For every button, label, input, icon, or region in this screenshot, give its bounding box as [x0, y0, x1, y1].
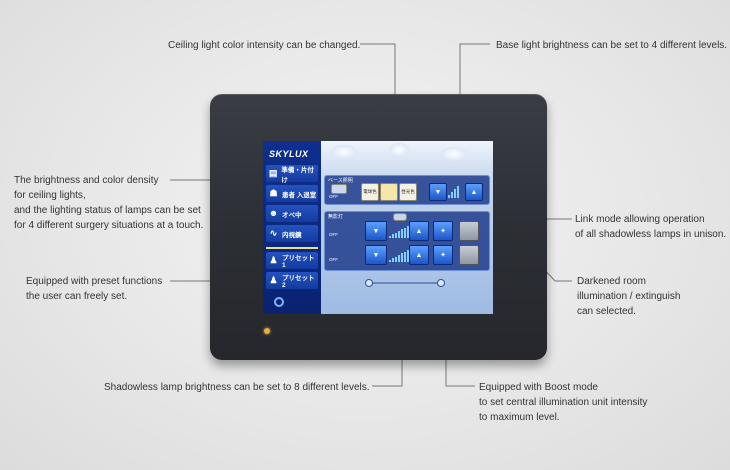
base-level-bars — [448, 186, 459, 198]
lamp2-off-button[interactable]: OFF — [329, 257, 338, 262]
ceiling-lamp-icon — [441, 147, 467, 161]
user-icon: ♟ — [269, 255, 278, 265]
ceiling-lamp-icon — [389, 143, 409, 157]
annotation-boost-line: to maximum level. — [479, 412, 560, 423]
surgeon-icon: ☻ — [268, 208, 279, 218]
annotation-link-mode: Link mode allowing operation of all shad… — [575, 212, 726, 242]
annotation-darkened-line: can selected. — [577, 306, 636, 317]
lamp1-increase-button[interactable]: ▲ — [409, 221, 429, 241]
annotation-brightness: The brightness and color density for cei… — [14, 173, 203, 233]
ceiling-lamp-icon — [331, 145, 357, 159]
link-mode-button[interactable] — [459, 221, 479, 241]
lamp2-decrease-button[interactable]: ▼ — [365, 245, 387, 265]
illumination-slider-track[interactable] — [369, 282, 441, 284]
annotation-shadowless: Shadowless lamp brightness can be set to… — [104, 382, 370, 393]
clipboard-icon: ▤ — [268, 168, 278, 178]
link-indicator-icon — [393, 213, 407, 221]
sidebar: SKYLUX ▤ 準備・片付け ☗ 患者 入退室 ☻ オペ中 ∿ 内視鏡 ♟ プ… — [263, 141, 321, 314]
sidebar-item-label: オペ中 — [282, 211, 302, 219]
annotation-ceiling-color: Ceiling light color intensity can be cha… — [168, 40, 361, 51]
annotation-link-mode-line: Link mode allowing operation — [575, 214, 705, 225]
ceiling-light-icon — [331, 184, 347, 194]
base-light-panel: ベース照明 OFF 電球色 昼光色 ▼ ▲ — [324, 175, 490, 205]
annotation-darkened: Darkened room illumination / extinguish … — [577, 274, 680, 319]
touch-screen: SKYLUX ▤ 準備・片付け ☗ 患者 入退室 ☻ オペ中 ∿ 内視鏡 ♟ プ… — [263, 141, 493, 314]
sidebar-item-label: プリセット2 — [281, 275, 315, 289]
ceiling-color-daylight-button[interactable]: 昼光色 — [399, 183, 417, 201]
status-led — [264, 328, 270, 334]
slider-left-knob[interactable] — [365, 279, 373, 287]
lamp2-boost-button[interactable]: ✦ — [433, 245, 453, 265]
base-panel-title: ベース照明 — [328, 178, 353, 184]
lamp1-boost-button[interactable]: ✦ — [433, 221, 453, 241]
main-area: ベース照明 OFF 電球色 昼光色 ▼ ▲ 無影灯 OFF ▼ — [321, 141, 493, 314]
sidebar-item-endoscope[interactable]: ∿ 内視鏡 — [266, 225, 318, 242]
lamp-panel-title: 無影灯 — [328, 214, 344, 220]
brand-logo: SKYLUX — [269, 149, 309, 159]
sidebar-item-preset-2[interactable]: ♟ プリセット2 — [266, 272, 318, 289]
shadowless-lamp-panel: 無影灯 OFF ▼ ▲ ✦ OFF ▼ ▲ — [324, 211, 490, 271]
ceiling-color-mid-button[interactable] — [380, 183, 398, 201]
base-off-button[interactable]: OFF — [329, 194, 338, 199]
base-decrease-button[interactable]: ▼ — [429, 183, 447, 201]
lamp2-increase-button[interactable]: ▲ — [409, 245, 429, 265]
sidebar-item-label: 準備・片付け — [281, 166, 314, 184]
annotation-boost-line: Equipped with Boost mode — [479, 382, 598, 393]
annotation-preset-line: the user can freely set. — [26, 291, 128, 302]
annotation-darkened-line: illumination / extinguish — [577, 291, 681, 302]
slider-right-knob[interactable] — [437, 279, 445, 287]
annotation-brightness-line: The brightness and color density — [14, 175, 159, 186]
patient-walk-icon: ☗ — [269, 188, 278, 198]
annotation-preset: Equipped with preset functions the user … — [26, 274, 162, 304]
annotation-boost: Equipped with Boost mode to set central … — [479, 380, 647, 425]
sidebar-item-preparation[interactable]: ▤ 準備・片付け — [266, 165, 318, 184]
annotation-boost-line: to set central illumination unit intensi… — [479, 397, 648, 408]
sidebar-separator — [266, 247, 318, 249]
sidebar-item-operation[interactable]: ☻ オペ中 — [266, 205, 318, 222]
annotation-base-light: Base light brightness can be set to 4 di… — [496, 40, 728, 51]
sidebar-item-label: 内視鏡 — [282, 231, 302, 239]
annotation-brightness-line: for 4 different surgery situations at a … — [14, 220, 204, 231]
sidebar-item-patient-entry[interactable]: ☗ 患者 入退室 — [266, 185, 318, 202]
annotation-brightness-line: and the lighting status of lamps can be … — [14, 205, 201, 216]
ceiling-image — [321, 141, 493, 181]
lamp1-off-button[interactable]: OFF — [329, 232, 338, 237]
ceiling-color-warm-button[interactable]: 電球色 — [361, 183, 379, 201]
lamp1-decrease-button[interactable]: ▼ — [365, 221, 387, 241]
touch-panel-bezel: SKYLUX ▤ 準備・片付け ☗ 患者 入退室 ☻ オペ中 ∿ 内視鏡 ♟ プ… — [210, 94, 547, 360]
home-icon[interactable] — [274, 297, 284, 307]
annotation-darkened-line: Darkened room — [577, 276, 646, 287]
user-icon: ♟ — [269, 275, 278, 285]
sidebar-item-preset-1[interactable]: ♟ プリセット1 — [266, 252, 318, 269]
endoscope-icon: ∿ — [269, 228, 278, 238]
darkened-room-button[interactable] — [459, 245, 479, 265]
annotation-preset-line: Equipped with preset functions — [26, 276, 163, 287]
annotation-brightness-line: for ceiling lights, — [14, 190, 86, 201]
sidebar-item-label: 患者 入退室 — [282, 191, 317, 199]
annotation-link-mode-line: of all shadowless lamps in unison. — [575, 229, 727, 240]
sidebar-item-label: プリセット1 — [281, 255, 315, 269]
base-increase-button[interactable]: ▲ — [465, 183, 483, 201]
